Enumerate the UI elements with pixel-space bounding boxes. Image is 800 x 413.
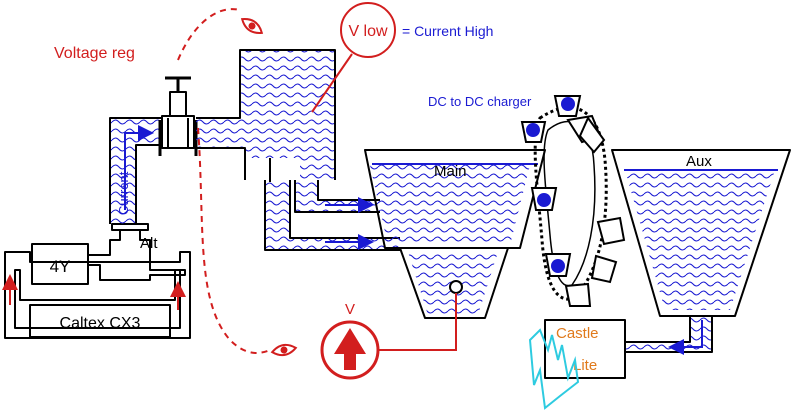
pump-icon: V: [320, 301, 380, 380]
dc-to-dc-label: DC to DC charger: [428, 94, 532, 109]
bucket-icon: [596, 216, 626, 246]
bucket-icon: [520, 121, 547, 143]
bucket-icon: [564, 282, 592, 307]
current-label: Current: [116, 171, 131, 215]
pump-label: V: [345, 301, 355, 318]
bucket-icon: [578, 116, 606, 154]
eye-icon: [240, 18, 264, 34]
bucket-icon: [553, 95, 582, 117]
aux-outflow-pipe: [625, 316, 713, 355]
dc-dc-bucket-chain: [520, 95, 626, 307]
alternator-label: Alt: [140, 235, 158, 252]
bucket-icon: [544, 253, 572, 277]
feed-pipes: [264, 180, 400, 251]
current-high-label: = Current High: [402, 23, 493, 39]
bucket-icon: [590, 254, 618, 284]
oil-sump-caltex: Caltex CX3: [29, 304, 171, 338]
alternator: Alt: [87, 223, 186, 281]
source-reservoir: [196, 49, 336, 182]
sight-line-top: [177, 8, 241, 61]
main-battery-tank: Main: [364, 149, 546, 249]
castle-lite-fridge: Castle Lite: [528, 319, 626, 410]
engine-label: 4Y: [50, 257, 71, 276]
lite-label: Lite: [573, 357, 597, 374]
pump-sense-line: [378, 293, 457, 351]
v-low-callout: V low: [311, 2, 396, 113]
current-pipe: Current: [109, 117, 162, 224]
bucket-icon: [530, 187, 558, 211]
aux-battery-tank: Aux: [611, 149, 791, 317]
main-lower-funnel: [399, 247, 509, 319]
aux-label: Aux: [686, 153, 712, 170]
voltage-reg-label: Voltage reg: [54, 45, 135, 62]
sight-line-bottom: [197, 127, 271, 354]
main-label: Main: [434, 163, 467, 180]
v-low-label: V low: [348, 23, 388, 40]
engine-block-4y: 4Y: [31, 243, 89, 285]
oil-label: Caltex CX3: [60, 315, 141, 332]
castle-label: Castle: [556, 325, 599, 342]
eye-icon: [270, 343, 298, 357]
ice-icon: [528, 328, 580, 410]
gate-valve-icon: [158, 76, 198, 156]
